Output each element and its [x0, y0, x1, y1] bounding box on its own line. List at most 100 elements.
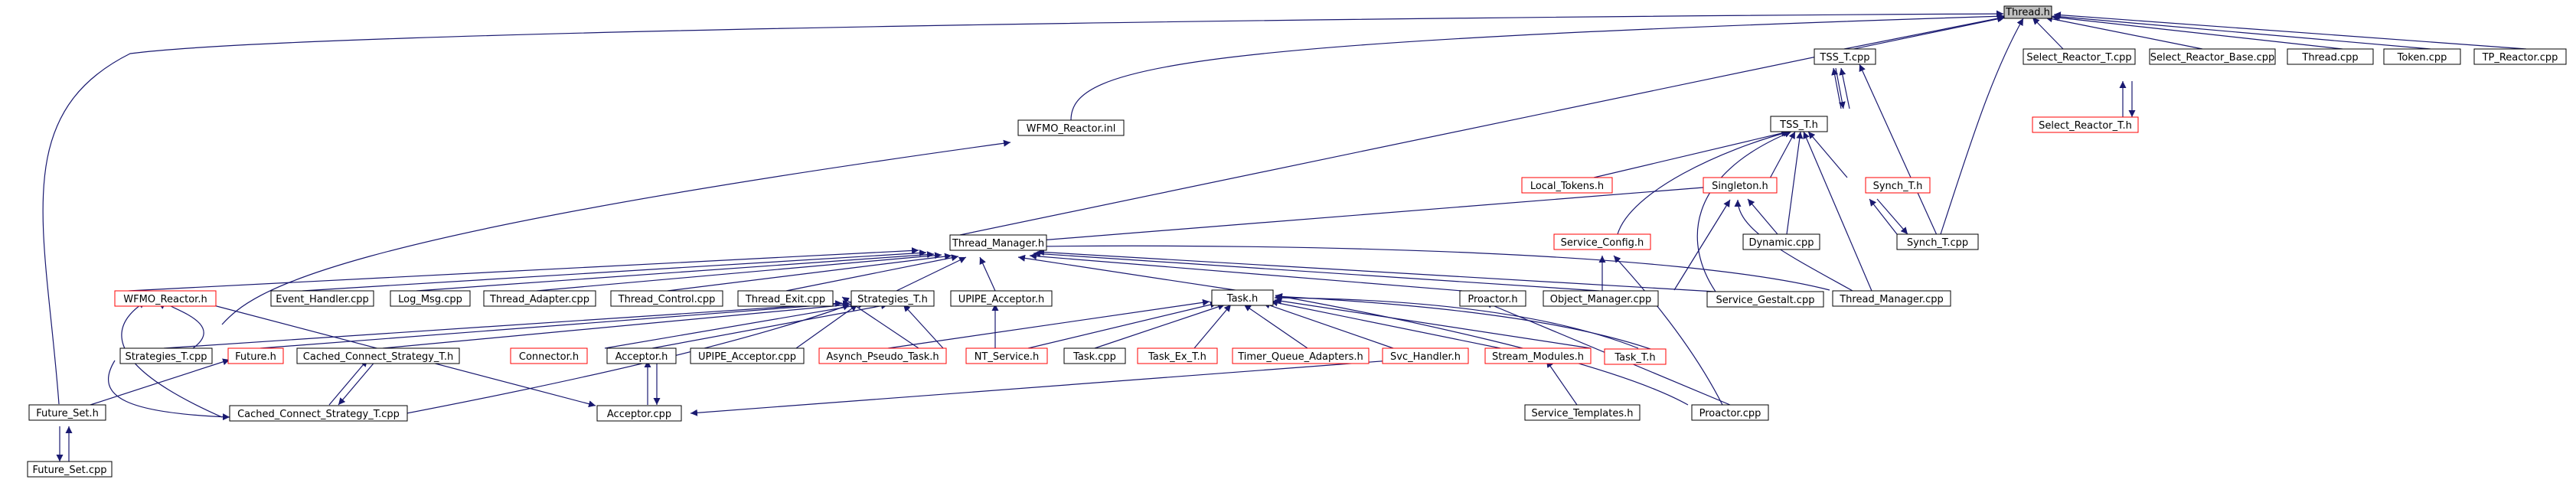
- node-event-handler-cpp[interactable]: Event_Handler.cpp: [270, 290, 374, 307]
- edge: [1876, 198, 1908, 235]
- node-label: Strategies_T.cpp: [125, 351, 207, 363]
- node-select-reactor-t-cpp[interactable]: Select_Reactor_T.cpp: [2023, 48, 2136, 65]
- node-future-set-cpp[interactable]: Future_Set.cpp: [27, 461, 113, 478]
- node-thread-manager-cpp[interactable]: Thread_Manager.cpp: [1832, 290, 1951, 307]
- node-task-ex-t-h[interactable]: Task_Ex_T.h: [1137, 347, 1218, 364]
- node-label: Thread_Manager.cpp: [1839, 294, 1944, 305]
- node-connector-h[interactable]: Connector.h: [510, 347, 588, 364]
- node-task-h[interactable]: Task.h: [1211, 289, 1274, 306]
- node-strategies-t-cpp[interactable]: Strategies_T.cpp: [119, 347, 213, 364]
- edge: [382, 303, 851, 419]
- edge: [1786, 131, 1804, 235]
- nodes: Thread.h TSS_T.cpp Select_Reactor_T.cpp …: [27, 5, 2567, 478]
- node-svc-handler-h[interactable]: Svc_Handler.h: [1382, 347, 1469, 364]
- node-nt-service-h[interactable]: NT_Service.h: [965, 347, 1048, 364]
- node-log-msg-cpp[interactable]: Log_Msg.cpp: [390, 290, 471, 307]
- node-synch-t-h[interactable]: Synch_T.h: [1865, 177, 1931, 194]
- edge: [536, 252, 942, 292]
- node-task-t-h[interactable]: Task_T.h: [1604, 348, 1667, 365]
- node-dynamic-cpp[interactable]: Dynamic.cpp: [1742, 233, 1820, 250]
- node-upipe-acceptor-cpp[interactable]: UPIPE_Acceptor.cpp: [690, 347, 805, 364]
- node-service-gestalt-cpp[interactable]: Service_Gestalt.cpp: [1706, 291, 1824, 308]
- node-label: Future.h: [235, 351, 276, 363]
- edge: [1839, 67, 1850, 109]
- node-thread-cpp[interactable]: Thread.cpp: [2287, 48, 2374, 65]
- node-timer-queue-adapters-h[interactable]: Timer_Queue_Adapters.h: [1232, 347, 1370, 364]
- node-thread-control-cpp[interactable]: Thread_Control.cpp: [610, 290, 723, 307]
- node-label: Task.cpp: [1073, 351, 1116, 363]
- node-upipe-acceptor-h[interactable]: UPIPE_Acceptor.h: [950, 290, 1053, 307]
- node-synch-t-cpp[interactable]: Synch_T.cpp: [1896, 233, 1979, 250]
- node-label: Thread.cpp: [2301, 52, 2358, 64]
- node-label: Timer_Queue_Adapters.h: [1237, 351, 1363, 363]
- node-select-reactor-t-h[interactable]: Select_Reactor_T.h: [2032, 116, 2139, 133]
- edge: [1807, 131, 1848, 178]
- edge: [42, 10, 2004, 405]
- node-label: Event_Handler.cpp: [276, 294, 369, 305]
- node-label: Task_Ex_T.h: [1148, 351, 1206, 363]
- edge: [1275, 293, 1689, 406]
- node-wfmo-reactor-h[interactable]: WFMO_Reactor.h: [114, 290, 217, 307]
- node-strategies-t-h[interactable]: Strategies_T.h: [851, 290, 935, 307]
- node-service-templates-h[interactable]: Service_Templates.h: [1524, 404, 1641, 421]
- node-token-cpp[interactable]: Token.cpp: [2383, 48, 2461, 65]
- edge: [1673, 199, 1731, 291]
- edge: [979, 256, 996, 292]
- node-cached-connect-strategy-t-cpp[interactable]: Cached_Connect_Strategy_T.cpp: [229, 405, 408, 422]
- node-tss-t-cpp[interactable]: TSS_T.cpp: [1814, 48, 1876, 65]
- node-label: Token.cpp: [2397, 52, 2447, 64]
- node-label: Singleton.h: [1712, 181, 1768, 192]
- node-tp-reactor-cpp[interactable]: TP_Reactor.cpp: [2473, 48, 2567, 65]
- edge: [221, 139, 1011, 325]
- edge: [795, 304, 858, 349]
- edge: [1033, 250, 1600, 292]
- node-object-manager-cpp[interactable]: Object_Manager.cpp: [1543, 290, 1659, 307]
- edge: [1869, 198, 1898, 235]
- edge: [2032, 17, 2064, 50]
- node-select-reactor-base-cpp[interactable]: Select_Reactor_Base.cpp: [2149, 48, 2276, 65]
- node-thread-exit-cpp[interactable]: Thread_Exit.cpp: [737, 290, 834, 307]
- node-label: UPIPE_Acceptor.cpp: [698, 351, 796, 363]
- node-label: TSS_T.h: [1779, 119, 1818, 131]
- edge: [2045, 15, 2203, 50]
- node-acceptor-cpp[interactable]: Acceptor.cpp: [596, 405, 682, 422]
- node-proactor-h[interactable]: Proactor.h: [1459, 290, 1526, 307]
- node-thread-manager-h[interactable]: Thread_Manager.h: [949, 234, 1047, 251]
- node-tss-t-h[interactable]: TSS_T.h: [1770, 116, 1828, 132]
- node-label: WFMO_Reactor.h: [123, 294, 207, 305]
- node-label: Future_Set.h: [36, 408, 99, 419]
- node-thread-adapter-cpp[interactable]: Thread_Adapter.cpp: [483, 290, 596, 307]
- edge: [1094, 303, 1226, 349]
- edge: [338, 359, 377, 406]
- edge: [1546, 360, 1578, 406]
- node-stream-modules-h[interactable]: Stream_Modules.h: [1484, 347, 1592, 364]
- node-future-h[interactable]: Future.h: [227, 347, 284, 364]
- edge: [1070, 12, 2005, 121]
- node-acceptor-h[interactable]: Acceptor.h: [606, 347, 677, 364]
- edge: [2052, 13, 2431, 50]
- node-task-cpp[interactable]: Task.cpp: [1063, 347, 1126, 364]
- node-label: NT_Service.h: [975, 351, 1040, 363]
- node-label: UPIPE_Acceptor.h: [958, 294, 1045, 305]
- node-asynch-pseudo-task-h[interactable]: Asynch_Pseudo_Task.h: [818, 347, 947, 364]
- edge: [1593, 129, 1789, 178]
- node-local-tokens-h[interactable]: Local_Tokens.h: [1521, 177, 1613, 194]
- node-label: Task_T.h: [1614, 352, 1655, 364]
- edge: [1843, 15, 2006, 50]
- node-future-set-h[interactable]: Future_Set.h: [28, 404, 106, 421]
- node-service-config-h[interactable]: Service_Config.h: [1553, 233, 1651, 250]
- edge: [1017, 254, 1241, 292]
- edge: [1193, 304, 1232, 349]
- edge: [1940, 18, 2024, 235]
- node-singleton-h[interactable]: Singleton.h: [1703, 177, 1778, 194]
- node-wfmo-reactor-inl[interactable]: WFMO_Reactor.inl: [1017, 119, 1125, 136]
- edge: [416, 251, 935, 292]
- node-thread-h[interactable]: Thread.h: [2003, 5, 2052, 19]
- node-label: Thread_Manager.h: [952, 238, 1044, 250]
- node-proactor-cpp[interactable]: Proactor.cpp: [1691, 404, 1769, 421]
- edge: [690, 359, 1402, 416]
- node-label: Cached_Connect_Strategy_T.h: [303, 351, 453, 363]
- edge: [1803, 131, 1872, 292]
- edge: [1617, 129, 1791, 235]
- node-cached-connect-strategy-t-h[interactable]: Cached_Connect_Strategy_T.h: [296, 347, 460, 364]
